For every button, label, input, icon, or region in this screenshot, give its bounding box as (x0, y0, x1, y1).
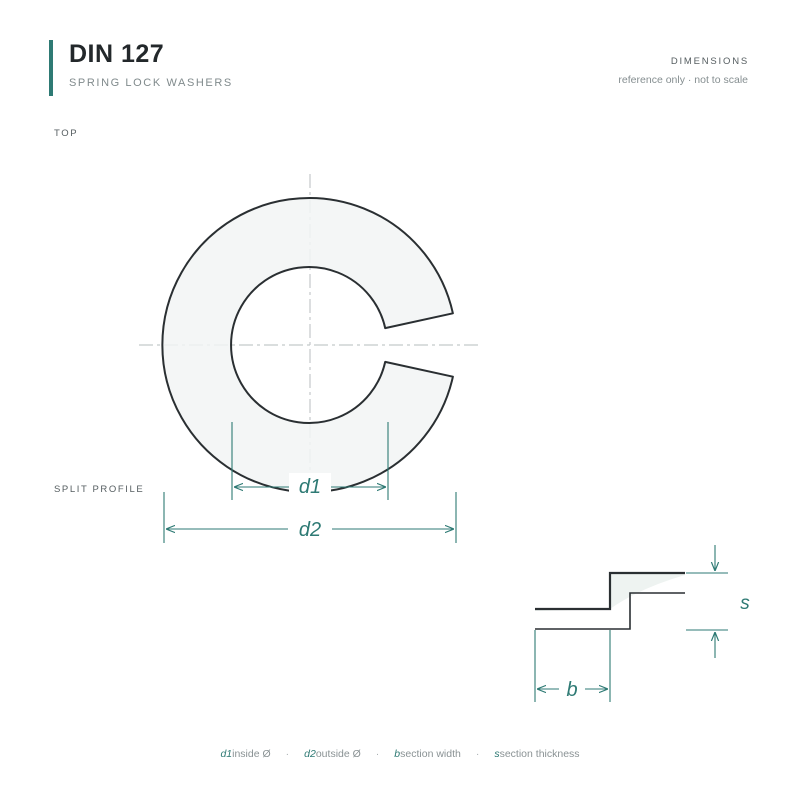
page-subtitle: SPRING LOCK WASHERS (69, 77, 233, 89)
legend-separator: · (475, 748, 480, 760)
legend-symbol-b: b (394, 748, 401, 760)
split-profile-label: SPLIT PROFILE (54, 484, 145, 495)
d2-dimension (163, 492, 457, 543)
legend-separator: · (285, 748, 290, 760)
legend-item-d2: d2outside Ø (304, 748, 361, 760)
top-view-label: TOP (54, 128, 79, 139)
s-label: s (740, 593, 750, 614)
legend-text-d2: outside Ø (315, 748, 361, 760)
profile-upper-edge (535, 571, 685, 611)
b-dimension (534, 630, 611, 702)
b-label: b (566, 679, 577, 701)
legend-symbol-d1: d1 (220, 748, 233, 760)
legend-item-s: ssection thickness (494, 748, 579, 760)
d1-dimension (231, 422, 389, 500)
s-dimension (686, 545, 728, 658)
d1-label-bg (289, 473, 331, 497)
d1-label: d1 (299, 476, 321, 498)
d2-label: d2 (299, 519, 321, 541)
legend: d1inside Ø·d2outside Ø·bsection width·ss… (0, 748, 800, 760)
legend-symbol-d2: d2 (304, 748, 316, 760)
profile-lower-edge (535, 592, 685, 630)
legend-separator: · (375, 748, 380, 760)
legend-item-b: bsection width (394, 748, 461, 760)
dimensions-note: reference only · not to scale (618, 74, 748, 86)
page-title: DIN 127 (69, 40, 165, 68)
legend-symbol-s: s (494, 748, 500, 760)
legend-text-d1: inside Ø (232, 748, 271, 760)
washer-ring (161, 197, 454, 493)
legend-item-d1: d1inside Ø (220, 748, 270, 760)
legend-text-b: section width (400, 748, 461, 760)
title-accent-bar (49, 40, 53, 96)
legend-text-s: section thickness (499, 748, 580, 760)
dimensions-heading: DIMENSIONS (670, 56, 749, 67)
